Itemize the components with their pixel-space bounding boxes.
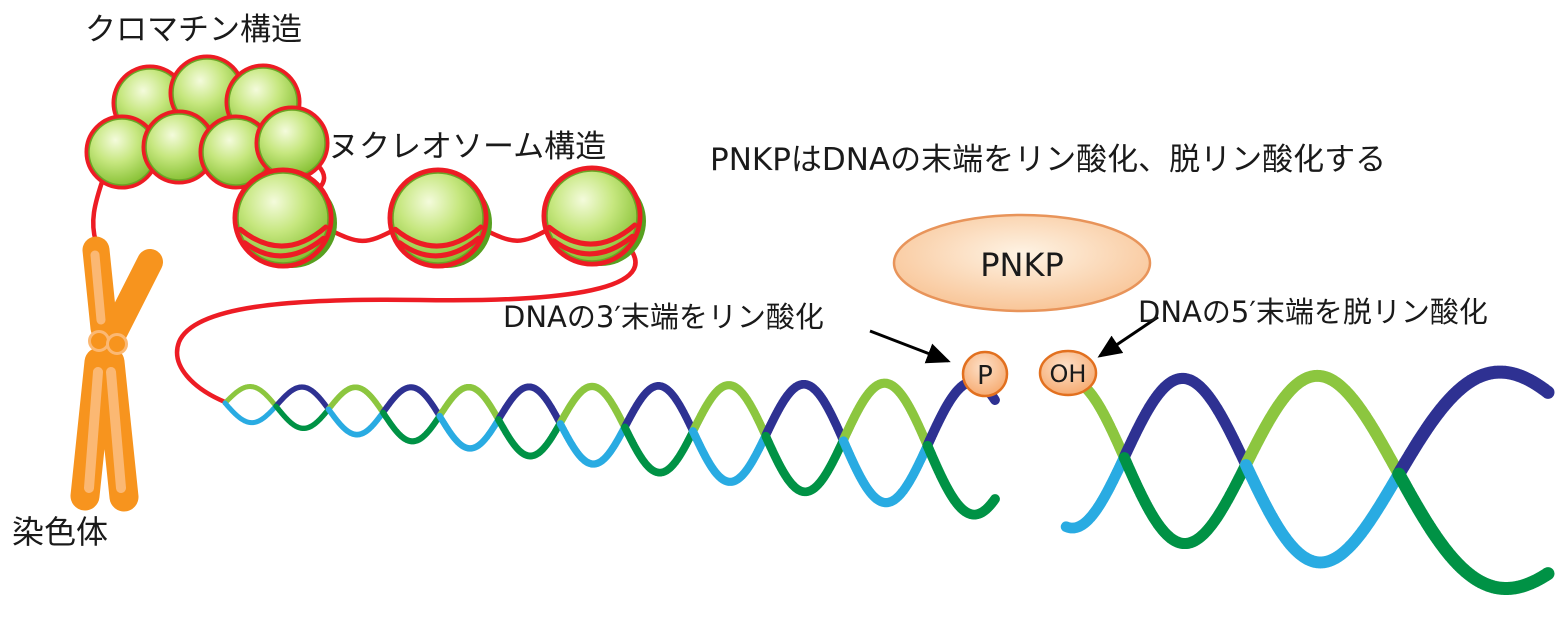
pnkp-enzyme: PNKP (892, 213, 1152, 313)
pnkp-enzyme-body (892, 213, 1152, 313)
centromere-right (106, 333, 128, 355)
phosphate-end-circle (961, 350, 1009, 398)
nucleosome-label: ヌクレオソーム構造 (328, 129, 606, 165)
dna-double-helix (222, 365, 1555, 595)
nucleosome-beads (84, 54, 646, 269)
chromosome-label: 染色体 (12, 513, 108, 551)
arrow-to-phosphate (869, 329, 951, 364)
arrow-to-hydroxyl (1097, 315, 1159, 358)
chromosome-highlight-1 (90, 250, 106, 325)
pnkp-enzyme-label: PNKP (980, 246, 1064, 284)
chromatin-label: クロマチン構造 (85, 12, 302, 48)
chromosome-arm-upper-right (101, 249, 163, 346)
string-bead1-to-bead2 (323, 225, 399, 244)
string-cluster-to-chromosome (90, 173, 107, 245)
annotation-arrows (869, 315, 1159, 364)
phosphorylate-3-label: DNAの3′末端をリン酸化 (503, 300, 824, 334)
string-bead3-to-helix (175, 243, 638, 405)
phosphate-label: P (977, 361, 993, 391)
chromosome-highlight-3 (106, 367, 126, 493)
centromere-left (88, 330, 110, 352)
hydroxyl-end-circle (1038, 349, 1098, 397)
string-bead2-to-bead3 (478, 225, 554, 243)
chromosome-highlight-2 (84, 367, 103, 493)
chromosome-figure (70, 236, 163, 512)
pnkp-title: PNKPはDNAの末端をリン酸化、脱リン酸化する (710, 142, 1386, 178)
dna-end-groups: P OH (961, 349, 1098, 398)
dephosphorylate-5-label: DNAの5′末端を脱リン酸化 (1138, 295, 1488, 329)
hydroxyl-label: OH (1050, 360, 1087, 388)
